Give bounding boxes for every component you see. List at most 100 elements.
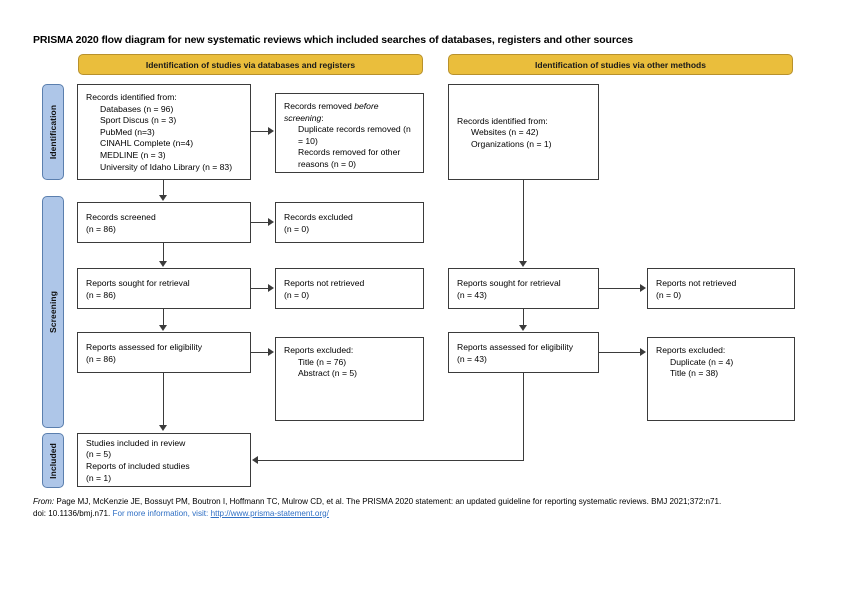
box-line: Reports sought for retrieval bbox=[457, 277, 561, 288]
box-line: Reports assessed for eligibility bbox=[86, 341, 203, 352]
box-line: Reports sought for retrieval bbox=[86, 277, 190, 288]
section-header-other-methods: Identification of studies via other meth… bbox=[448, 54, 793, 75]
connector-assessed-other-to-excluded-other bbox=[599, 352, 641, 354]
arrowhead-screened-to-excluded bbox=[268, 218, 274, 226]
box-records-excluded: Records excluded (n = 0) bbox=[275, 202, 424, 243]
footer-more-info: For more information, visit: bbox=[112, 508, 209, 518]
box-line: Websites (n = 42) bbox=[471, 127, 539, 138]
box-reports-excluded-databases: Reports excluded: Title (n = 76) Abstrac… bbox=[275, 337, 424, 421]
box-line: Duplicate (n = 4) bbox=[670, 356, 734, 367]
box-reports-not-retrieved-databases: Reports not retrieved (n = 0) bbox=[275, 268, 424, 309]
box-heading: Records identified from: bbox=[86, 92, 177, 102]
box-line: (n = 86) bbox=[86, 223, 116, 234]
footer-citation-text: Page MJ, McKenzie JE, Bossuyt PM, Boutro… bbox=[56, 497, 722, 506]
connector-assessed-other-to-included-horizontal bbox=[258, 460, 524, 462]
box-line: Databases (n = 96) bbox=[100, 103, 174, 114]
box-line: (n = 43) bbox=[457, 353, 487, 364]
box-line: Title (n = 76) bbox=[298, 356, 347, 367]
stage-bar-identification: Identification bbox=[42, 84, 64, 180]
arrowhead-ident-db-to-removed bbox=[268, 127, 274, 135]
connector-screened-to-sought-db bbox=[163, 243, 165, 261]
box-line: Organizations (n = 1) bbox=[471, 138, 552, 149]
stage-bar-included: Included bbox=[42, 433, 64, 488]
box-line: Reports not retrieved bbox=[656, 277, 737, 288]
box-records-identified-other: Records identified from: Websites (n = 4… bbox=[448, 84, 599, 180]
box-line: MEDLINE (n = 3) bbox=[100, 149, 166, 160]
footer-line-2: doi: 10.1136/bmj.n71. For more informati… bbox=[33, 508, 823, 520]
box-heading: Records removed before screening: bbox=[284, 101, 415, 124]
box-line: (n = 0) bbox=[284, 289, 310, 300]
box-reports-sought-other: Reports sought for retrieval (n = 43) bbox=[448, 268, 599, 309]
stage-label-included: Included bbox=[48, 442, 58, 479]
stage-label-screening: Screening bbox=[48, 291, 58, 333]
box-reports-assessed-other: Reports assessed for eligibility (n = 43… bbox=[448, 332, 599, 373]
connector-sought-other-to-notretrieved-other bbox=[599, 288, 641, 290]
arrowhead-sought-db-to-assessed-db bbox=[159, 325, 167, 331]
box-line: CINAHL Complete (n=4) bbox=[100, 138, 194, 149]
box-line: (n = 86) bbox=[86, 353, 116, 364]
arrowhead-sought-other-to-notretrieved-other bbox=[640, 284, 646, 292]
prisma-statement-link[interactable]: http://www.prisma-statement.org/ bbox=[210, 508, 329, 518]
box-line: Records screened bbox=[86, 211, 156, 222]
box-line: Reports assessed for eligibility bbox=[457, 341, 574, 352]
connector-assessed-db-to-excluded-db bbox=[251, 352, 269, 354]
arrowhead-assessed-other-to-included bbox=[252, 456, 258, 464]
connector-ident-db-to-screened bbox=[163, 180, 165, 196]
arrowhead-assessed-db-to-excluded-db bbox=[268, 348, 274, 356]
box-heading-tail: : bbox=[321, 112, 324, 123]
box-line: (n = 5) bbox=[86, 449, 112, 460]
box-line: (n = 0) bbox=[284, 223, 310, 234]
box-line: Abstract (n = 5) bbox=[298, 368, 357, 379]
stage-label-identification: Identification bbox=[48, 104, 58, 160]
section-header-databases: Identification of studies via databases … bbox=[78, 54, 423, 75]
box-line: Studies included in review bbox=[86, 437, 186, 448]
box-heading: Reports excluded: bbox=[656, 345, 726, 355]
connector-screened-to-excluded bbox=[251, 222, 269, 224]
box-heading: Reports excluded: bbox=[284, 345, 354, 355]
footer-doi: doi: 10.1136/bmj.n71. bbox=[33, 508, 111, 518]
page-title: PRISMA 2020 flow diagram for new systema… bbox=[33, 34, 634, 46]
connector-assessed-db-to-included bbox=[163, 373, 165, 425]
box-line: Duplicate records removed (n = 10) bbox=[298, 124, 411, 146]
box-line: (n = 0) bbox=[656, 289, 682, 300]
section-header-other-methods-label: Identification of studies via other meth… bbox=[535, 59, 706, 70]
box-reports-assessed-databases: Reports assessed for eligibility (n = 86… bbox=[77, 332, 251, 373]
connector-ident-db-to-removed bbox=[251, 131, 269, 133]
arrowhead-assessed-other-to-excluded-other bbox=[640, 348, 646, 356]
footer-citation: From: Page MJ, McKenzie JE, Bossuyt PM, … bbox=[33, 496, 823, 519]
connector-sought-db-to-assessed-db bbox=[163, 309, 165, 325]
box-records-identified-databases: Records identified from: Databases (n = … bbox=[77, 84, 251, 180]
connector-ident-other-to-sought-other bbox=[523, 180, 525, 261]
box-records-screened: Records screened (n = 86) bbox=[77, 202, 251, 243]
arrowhead-ident-other-to-sought-other bbox=[519, 261, 527, 267]
box-line: Reports of included studies bbox=[86, 461, 190, 471]
stage-bar-screening: Screening bbox=[42, 196, 64, 428]
box-line: (n = 1) bbox=[86, 472, 112, 483]
connector-sought-other-to-assessed-other bbox=[523, 309, 525, 325]
box-heading-plain: Records removed bbox=[284, 101, 355, 111]
box-heading: Records identified from: bbox=[457, 115, 548, 126]
box-line: Title (n = 38) bbox=[670, 368, 719, 379]
box-line: Records removed for other reasons (n = 0… bbox=[298, 147, 401, 169]
box-line: Reports not retrieved bbox=[284, 277, 365, 288]
box-heading-italic: before screening bbox=[284, 101, 379, 123]
box-line: Records excluded bbox=[284, 211, 353, 222]
box-records-removed-before-screening: Records removed before screening: Duplic… bbox=[275, 93, 424, 173]
arrowhead-assessed-db-to-included bbox=[159, 425, 167, 431]
connector-sought-db-to-notretrieved bbox=[251, 288, 269, 290]
box-line: PubMed (n=3) bbox=[100, 126, 155, 137]
box-line: (n = 86) bbox=[86, 289, 116, 300]
box-reports-not-retrieved-other: Reports not retrieved (n = 0) bbox=[647, 268, 795, 309]
box-line: Sport Discus (n = 3) bbox=[100, 115, 177, 126]
arrowhead-sought-db-to-notretrieved bbox=[268, 284, 274, 292]
box-reports-sought-databases: Reports sought for retrieval (n = 86) bbox=[77, 268, 251, 309]
box-studies-included: Studies included in review (n = 5) Repor… bbox=[77, 433, 251, 487]
connector-assessed-other-to-included-vertical bbox=[523, 373, 525, 461]
section-header-databases-label: Identification of studies via databases … bbox=[145, 59, 356, 70]
box-line: (n = 43) bbox=[457, 289, 487, 300]
footer-line-1: From: Page MJ, McKenzie JE, Bossuyt PM, … bbox=[33, 496, 823, 508]
arrowhead-ident-db-to-screened bbox=[159, 195, 167, 201]
box-reports-excluded-other: Reports excluded: Duplicate (n = 4) Titl… bbox=[647, 337, 795, 421]
box-line: University of Idaho Library (n = 83) bbox=[100, 161, 233, 172]
